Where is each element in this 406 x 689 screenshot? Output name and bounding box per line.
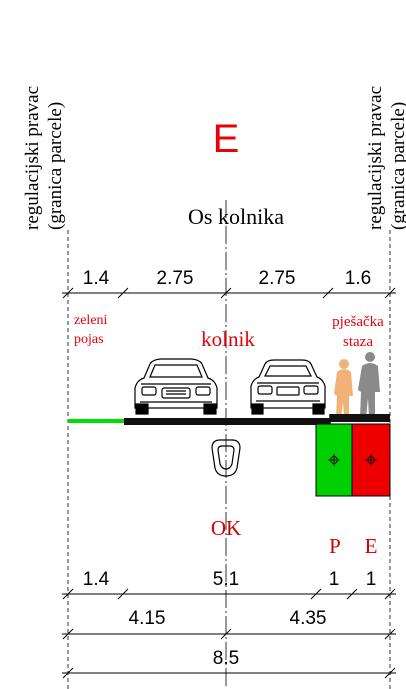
right-boundary-label: regulacijski pravac (granica parcele) [365, 86, 406, 230]
bottom-dimension-row2: 4.15 4.35 [62, 608, 396, 640]
bottom-dim-total: 8.5 [213, 648, 239, 669]
utility-p-box [315, 423, 353, 497]
car-front-icon [134, 358, 218, 415]
bottom-dim-left-half: 4.15 [129, 608, 166, 629]
top-dim-lane-right: 2.75 [259, 268, 296, 289]
green-belt-label-line2: pojas [74, 332, 104, 347]
utility-label-e: E [365, 534, 378, 558]
green-belt-label-line1: zeleni [74, 313, 108, 328]
sidewalk-label-line1: pješačka [332, 314, 384, 330]
axis-label: Os kolnika [188, 204, 284, 229]
sidewalk-surface [330, 414, 390, 422]
profile-label: E [213, 117, 240, 161]
bottom-dim-p: 1 [329, 569, 340, 590]
car-rear-icon [250, 359, 326, 415]
bottom-dim-right-half: 4.35 [290, 608, 327, 629]
bottom-dimension-row1: 1.4 5.1 1 1 [62, 569, 396, 600]
left-boundary-label: regulacijski pravac (granica parcele) [22, 86, 66, 230]
right-boundary-label-line1: regulacijski pravac [365, 86, 386, 230]
roadway-surface [124, 418, 330, 425]
bottom-dim-e: 1 [366, 569, 377, 590]
right-boundary-label-line2: (granica parcele) [388, 102, 406, 230]
sidewalk-label-line2: staza [343, 334, 373, 350]
top-dimension-line: 1.4 2.75 2.75 1.6 [62, 268, 396, 299]
utility-e-box [351, 423, 391, 497]
drain-manhole-icon [211, 439, 241, 477]
bottom-dim-green-belt: 1.4 [83, 569, 110, 590]
pedestrian-front-icon [334, 359, 353, 418]
top-dim-green-belt: 1.4 [83, 268, 110, 289]
left-boundary-label-line1: regulacijski pravac [22, 86, 43, 230]
top-dim-lane-left: 2.75 [157, 268, 194, 289]
pedestrian-back-icon [358, 352, 380, 418]
bottom-dim-roadway: 5.1 [213, 569, 239, 590]
left-boundary-label-line2: (granica parcele) [45, 102, 66, 230]
top-dim-sidewalk: 1.6 [345, 268, 371, 289]
utility-label-p: P [329, 534, 341, 558]
top-dimension-ticks [62, 287, 396, 299]
utility-label-ok: OK [211, 516, 241, 540]
roadway-label: kolnik [201, 327, 255, 351]
bottom-dimension-row3: 8.5 [62, 648, 396, 679]
